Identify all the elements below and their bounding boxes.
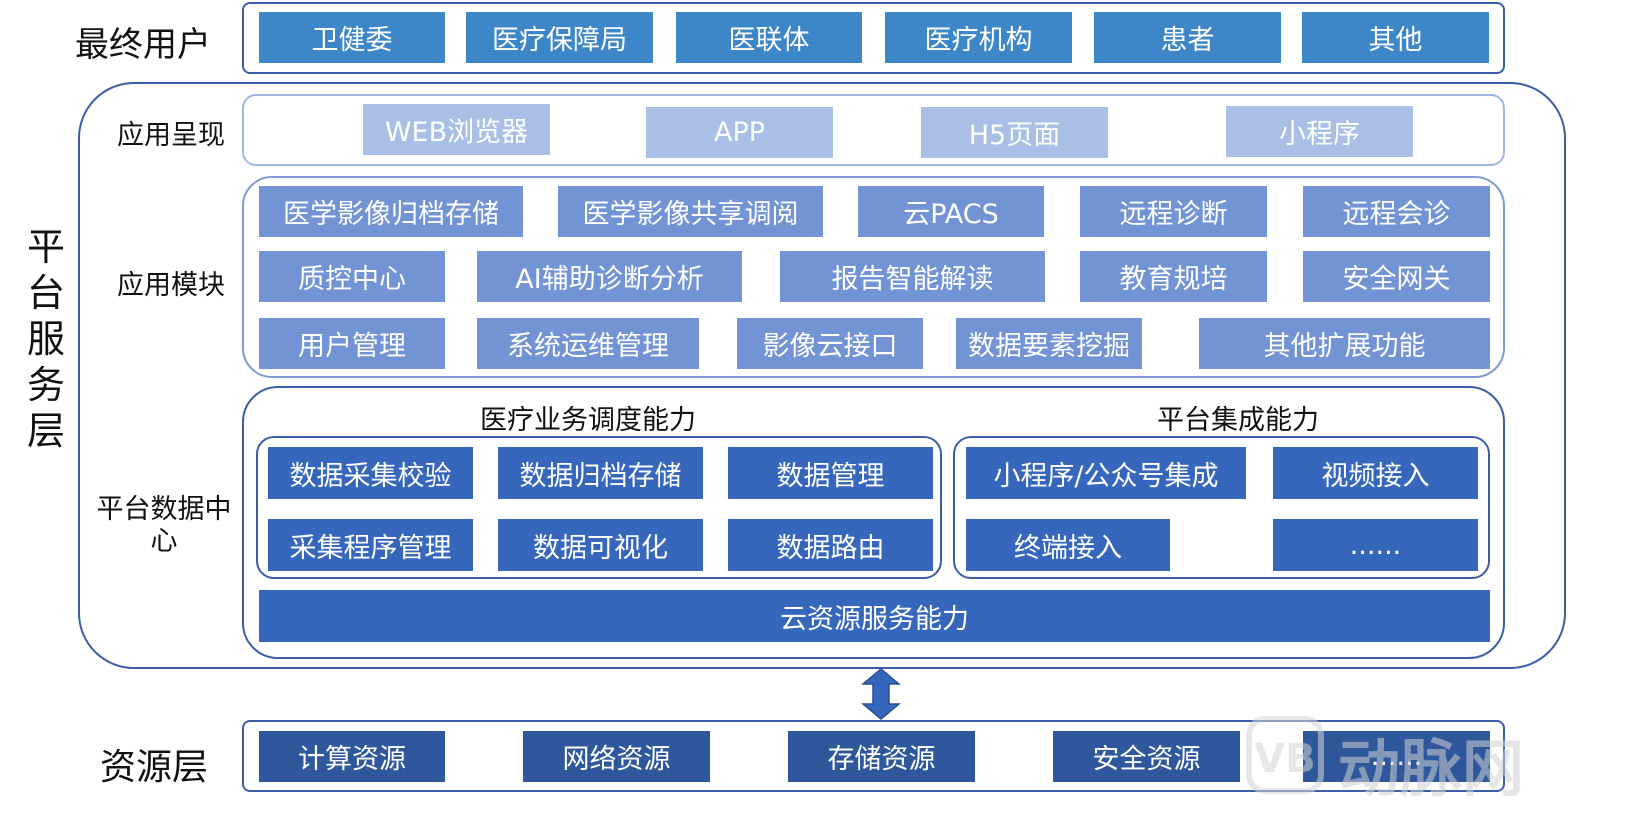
module-tile: 安全网关 [1303,251,1490,302]
data-center-label-line2: 心 [150,526,178,557]
end-user-tile: 医联体 [676,12,862,63]
platform-layer-frame [78,82,1566,669]
watermark-text: 动脉网 [1338,732,1525,805]
presentation-tile: 小程序 [1226,106,1413,157]
medical-capability-tile: 数据路由 [728,519,933,571]
data-center-label-line1: 平台数据中 [96,494,232,525]
resource-tile: ...... [1303,731,1490,782]
module-tile: AI辅助诊断分析 [477,251,742,302]
module-tile: 其他扩展功能 [1199,318,1490,369]
integration-capability-tile: 小程序/公众号集成 [966,447,1246,499]
medical-capability-tile: 数据归档存储 [498,447,703,499]
medical-capability-tile: 数据管理 [728,447,933,499]
presentation-tile: WEB浏览器 [363,104,550,155]
integration-capability-tile: ...... [1273,519,1478,571]
watermark: VB 动脉网 [1246,714,1564,805]
integration-capability-tile: 视频接入 [1273,447,1478,499]
module-tile: 系统运维管理 [477,318,699,369]
module-tile: 教育规培 [1080,251,1267,302]
integration-capability-title: 平台集成能力 [1157,405,1319,436]
module-tile: 医学影像归档存储 [259,186,523,237]
module-tile: 报告智能解读 [780,251,1045,302]
module-tile: 远程诊断 [1080,186,1267,237]
end-users-frame [242,2,1505,74]
end-user-tile: 患者 [1094,12,1281,63]
resource-tile: 计算资源 [259,731,445,782]
end-users-label: 最终用户 [75,25,211,65]
data-center-label: 平台数据中 心 [94,494,234,558]
platform-layer-label: 平台服务层 [26,225,65,453]
end-user-tile: 医疗机构 [885,12,1072,63]
presentation-label: 应用呈现 [117,120,225,151]
resource-tile: 安全资源 [1053,731,1240,782]
module-tile: 影像云接口 [737,318,923,369]
resource-tile: 网络资源 [523,731,710,782]
modules-label: 应用模块 [117,270,225,301]
integration-capability-tile: 终端接入 [966,519,1170,571]
end-user-tile: 卫健委 [259,12,445,63]
cloud-resource-service-bar: 云资源服务能力 [259,590,1490,642]
module-tile: 远程会诊 [1303,186,1490,237]
medical-capability-tile: 数据采集校验 [268,447,473,499]
presentation-tile: APP [646,107,833,158]
medical-capability-tile: 数据可视化 [498,519,703,571]
medical-capability-title: 医疗业务调度能力 [480,405,696,436]
svg-text:VB: VB [1254,736,1315,782]
double-arrow-icon [860,668,902,720]
end-user-tile: 其他 [1302,12,1489,63]
presentation-tile: H5页面 [921,107,1108,158]
module-tile: 质控中心 [259,251,445,302]
end-user-tile: 医疗保障局 [466,12,653,63]
resource-tile: 存储资源 [788,731,975,782]
medical-capability-tile: 采集程序管理 [268,519,473,571]
resource-layer-label: 资源层 [100,747,209,788]
module-tile: 数据要素挖掘 [956,318,1142,369]
module-tile: 云PACS [858,186,1044,237]
module-tile: 医学影像共享调阅 [558,186,823,237]
watermark-logo-icon: VB [1246,716,1324,794]
module-tile: 用户管理 [259,318,445,369]
